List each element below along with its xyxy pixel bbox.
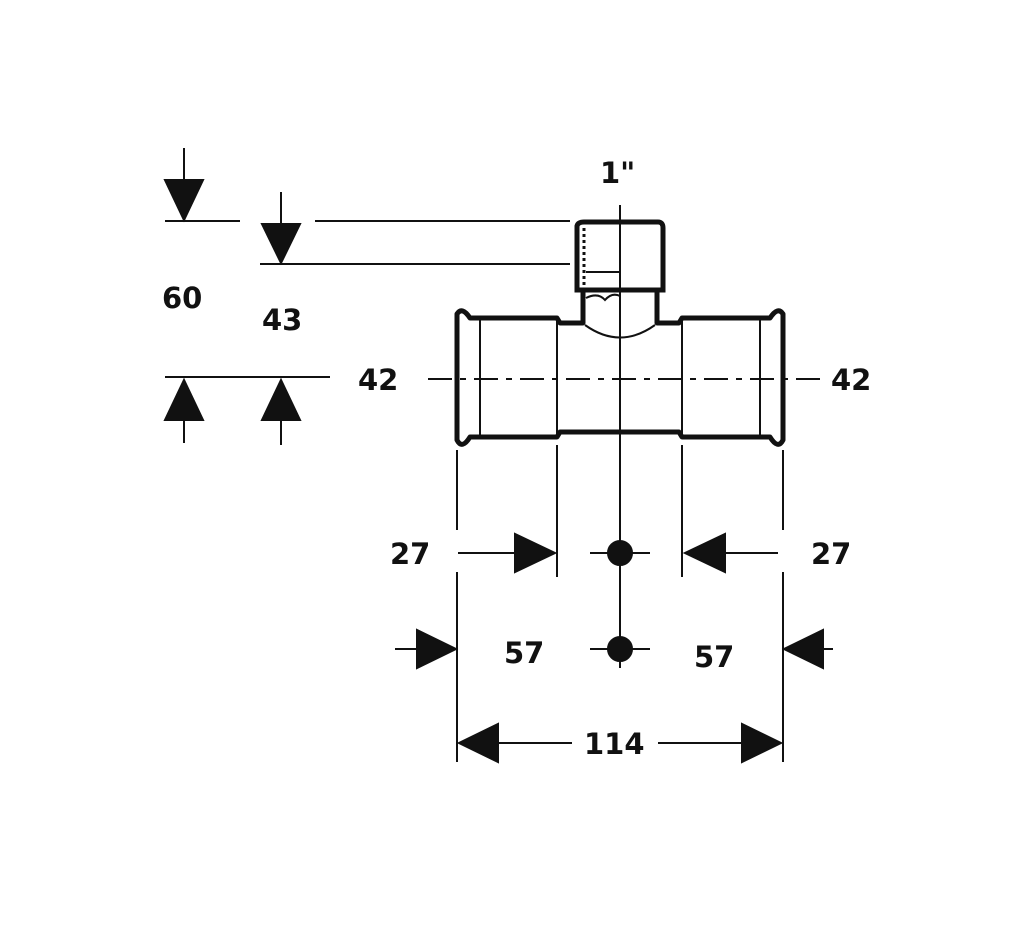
center-point-lower — [607, 636, 633, 662]
label-diameter-left: 42 — [358, 363, 398, 397]
arrow-down-43 — [260, 223, 302, 266]
label-half-length-left: 57 — [504, 636, 544, 670]
arrow-down-60 — [163, 179, 205, 223]
arrow-left-57 — [781, 628, 824, 670]
arrow-right-57 — [416, 628, 459, 670]
arrow-left-27 — [682, 532, 726, 574]
arrow-up-43 — [260, 377, 302, 421]
label-height-branch: 43 — [262, 303, 302, 337]
dimension-labels: 1" 60 43 42 42 27 27 57 57 114 — [162, 156, 871, 761]
label-thread-size: 1" — [600, 156, 635, 190]
arrow-left-114 — [456, 722, 499, 764]
fitting-body — [428, 205, 820, 448]
branch-break-line — [585, 293, 621, 302]
label-insertion-right: 27 — [811, 537, 851, 571]
arrow-right-114 — [741, 722, 784, 764]
center-point-upper — [607, 540, 633, 566]
label-half-length-right: 57 — [694, 640, 734, 674]
tee-outline — [454, 287, 786, 447]
label-total-length: 114 — [584, 727, 645, 761]
label-insertion-left: 27 — [390, 537, 430, 571]
dimensions — [163, 148, 833, 764]
label-diameter-right: 42 — [831, 363, 871, 397]
label-height-total: 60 — [162, 281, 202, 315]
arrow-right-27 — [514, 532, 558, 574]
arrow-up-60 — [163, 377, 205, 421]
